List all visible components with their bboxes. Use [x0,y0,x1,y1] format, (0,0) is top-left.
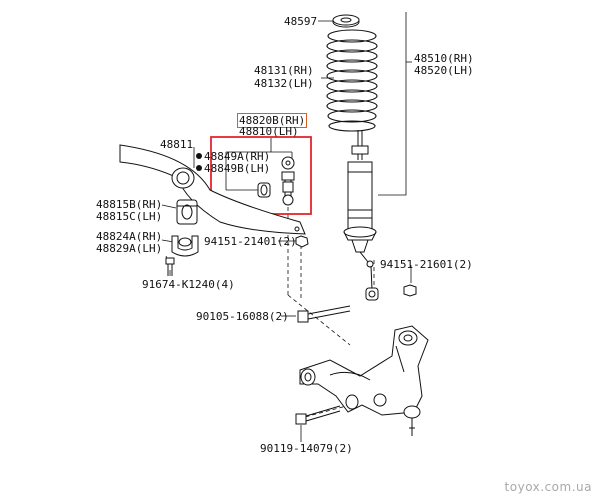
link-bushing-part [257,182,271,198]
label-48849a: 48849A(RH) [204,150,271,163]
stabilizer-link-part [281,156,295,206]
watermark: toyox.com.ua [504,480,592,494]
stabilizer-bar-part [119,144,306,235]
label-48849b: 48849B(LH) [204,162,271,175]
bolt-90105-part [297,305,351,323]
label-94151-21401: 94151-21401(2) [204,235,297,248]
label-48520: 48520(LH) [414,64,474,77]
label-48815c: 48815C(LH) [96,210,163,223]
bushing-part [176,199,198,225]
label-48510: 48510(RH) [414,52,474,65]
label-90119: 90119-14079(2) [260,442,353,455]
label-48811: 48811 [160,138,194,151]
label-94151-21601: 94151-21601(2) [380,258,473,271]
bracket-part [171,235,199,257]
label-90105: 90105-16088(2) [196,310,289,323]
coil-spring-part [326,29,378,132]
dashed-connectors [287,200,375,418]
label-48829a: 48829A(LH) [96,242,163,255]
lower-control-arm-part [299,325,429,436]
nut-94151-21601-part [403,284,417,297]
label-48820: 48820B(RH) [237,113,308,128]
label-48810: 48810(LH) [239,125,299,138]
nut-94151-21401-part [295,235,309,248]
label-48132: 48132(LH) [254,77,314,90]
label-48824a: 48824A(RH) [96,230,163,243]
label-48131: 48131(RH) [254,64,314,77]
bolt-91674-part [165,257,175,276]
label-48815b: 48815B(RH) [96,198,163,211]
spring-seat-part [332,14,360,28]
label-48597: 48597 [284,15,318,28]
label-48849a-wrap: 48849A(RH) [196,150,270,163]
label-48849b-wrap: 48849B(LH) [196,162,270,175]
shock-absorber-part [343,130,379,301]
label-91674: 91674-K1240(4) [142,278,235,291]
bullet-icon [196,165,202,171]
label-48820-wrap: 48820B(RH) [237,113,308,128]
bullet-icon [196,153,202,159]
bolt-90119-part [295,405,341,425]
